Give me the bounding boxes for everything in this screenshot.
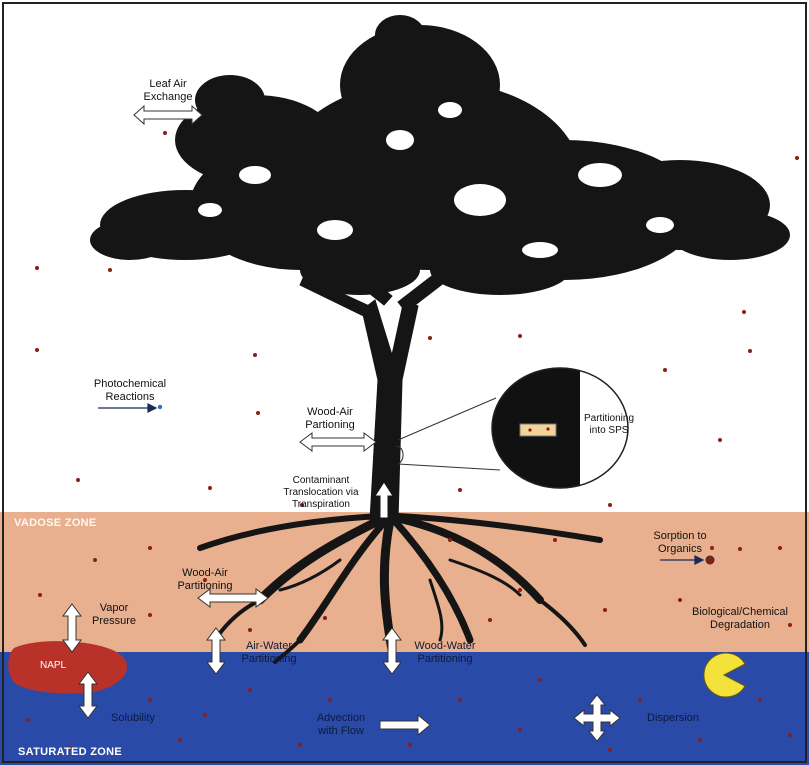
photochem-dot-icon [158,405,162,409]
photochemical-line-1: Photochemical [75,378,185,391]
translocation-line-1: Contaminant [268,475,374,487]
air-water-line-1: Air-Water [228,640,310,653]
advection-label: Advection with Flow [306,712,376,738]
wood-water-line-1: Wood-Water [402,640,488,653]
leaf-air-line-1: Leaf Air [138,78,198,91]
biological-label: Biological/Chemical Degradation [680,606,800,632]
solubility-label: Solubility [100,712,166,725]
vadose-zone-label: VADOSE ZONE [14,517,97,529]
sorption-line-1: Sorption to [640,530,720,543]
wood-air-line-2: Partioning [290,419,370,432]
photochemical-line-2: Reactions [75,391,185,404]
leaf-air-exchange-label: Leaf Air Exchange [138,78,198,104]
sps-line-2: into SPS [578,425,640,437]
wood-air-label: Wood-Air Partioning [290,406,370,432]
organic-particle-icon [706,556,714,564]
vapor-pressure-label: Vapor Pressure [84,602,144,628]
sorption-line-2: Organics [640,543,720,556]
napl-blob [8,641,127,693]
wood-water-label: Wood-Water Partitioning [402,640,488,666]
wood-water-line-2: Partitioning [402,653,488,666]
biological-line-2: Degradation [680,619,800,632]
translocation-line-2: Translocation via [268,487,374,499]
translocation-line-3: Transpiration [268,499,374,511]
wood-air-root-line-2: Partitioning [165,580,245,593]
wood-air-root-line-1: Wood-Air [165,567,245,580]
wood-air-line-1: Wood-Air [290,406,370,419]
air-water-line-2: Partitioning [228,653,310,666]
partitioning-sps-label: Partitioning into SPS [578,413,640,437]
sps-line-1: Partitioning [578,413,640,425]
translocation-label: Contaminant Translocation via Transpirat… [268,475,374,511]
photochemical-label: Photochemical Reactions [75,378,185,404]
air-water-label: Air-Water Partitioning [228,640,310,666]
biological-line-1: Biological/Chemical [680,606,800,619]
dispersion-label: Dispersion [638,712,708,725]
wood-air-root-label: Wood-Air Partitioning [165,567,245,593]
vapor-line-1: Vapor [84,602,144,615]
sorption-label: Sorption to Organics [640,530,720,556]
advection-line-1: Advection [306,712,376,725]
napl-label: NAPL [40,660,66,671]
saturated-zone-label: SATURATED ZONE [18,746,122,758]
advection-line-2: with Flow [306,725,376,738]
leaf-air-line-2: Exchange [138,91,198,104]
sps-sampler-icon [520,424,556,436]
vapor-line-2: Pressure [84,615,144,628]
